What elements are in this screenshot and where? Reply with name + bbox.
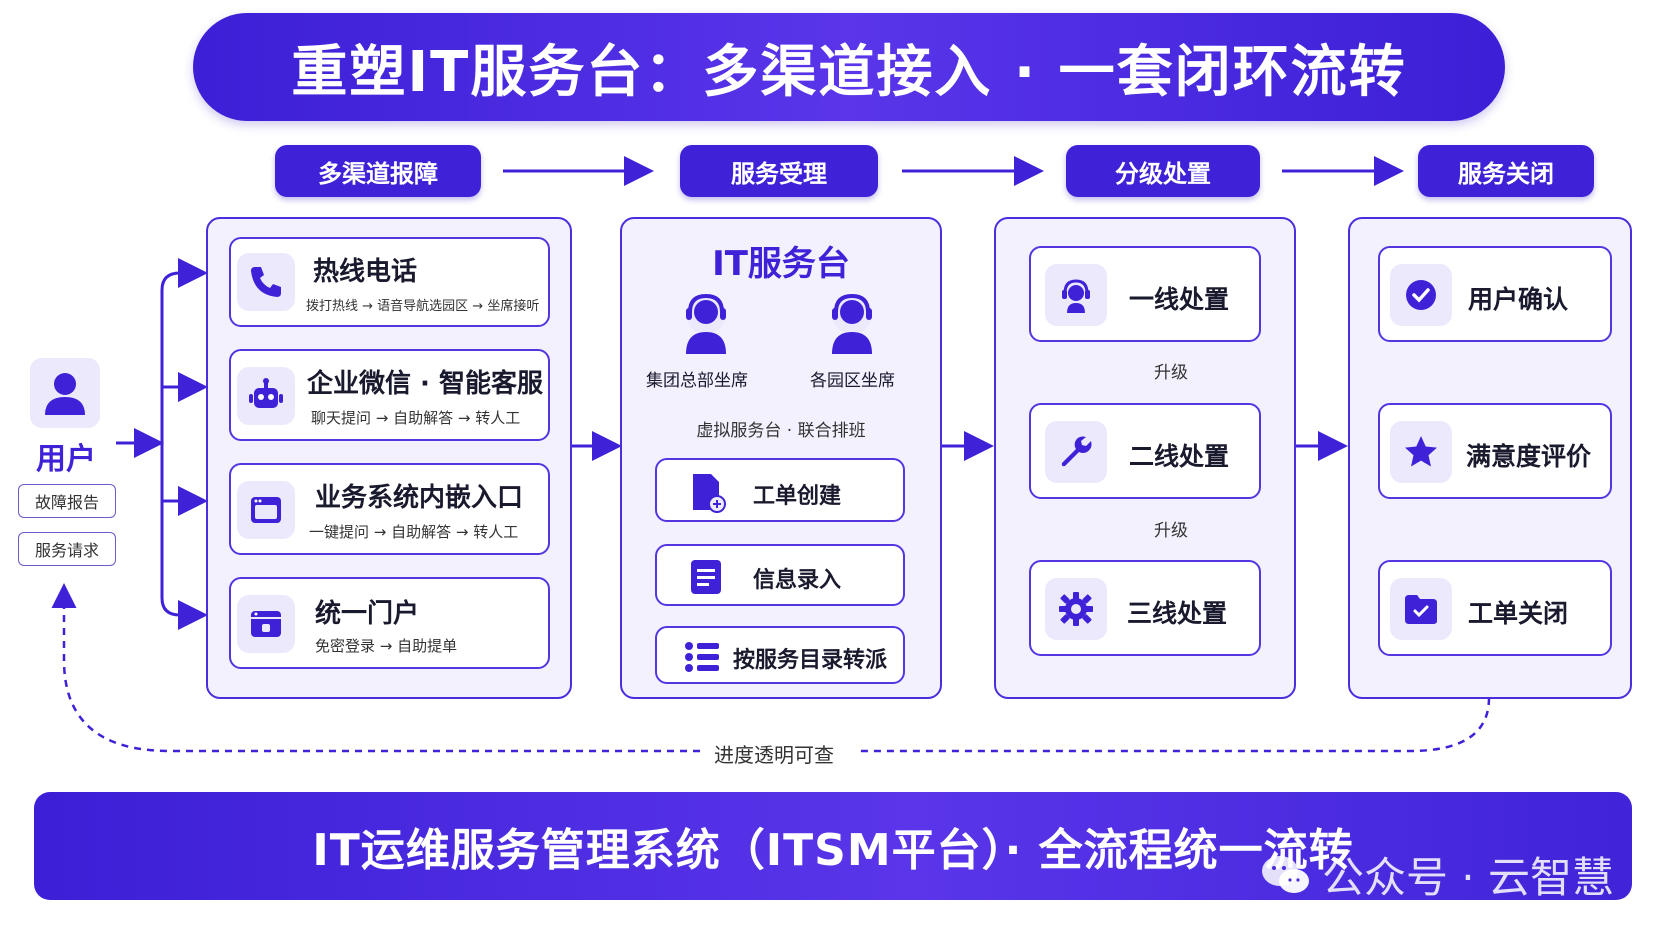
stage-acceptance: 服务受理 [680,145,878,197]
tier-label: 二线处置 [1129,442,1230,471]
wrench-icon [1045,421,1107,483]
channel-sub: 拨打热线 → 语音导航选园区 → 坐席接听 [306,299,540,314]
closing-label: 工单关闭 [1468,599,1569,628]
agent-hq-label: 集团总部坐席 [646,371,748,391]
channel-embedded[interactable]: 业务系统内嵌入口 一键提问 → 自助解答 → 转人工 [229,463,550,555]
tag-service-request: 服务请求 [18,532,116,566]
user-icon [30,358,100,428]
step-info-entry[interactable]: 信息录入 [655,544,905,606]
escalate-label-2: 升级 [1154,521,1188,541]
window-icon [237,481,295,539]
step-label: 信息录入 [753,568,842,593]
tier-label: 三线处置 [1127,599,1228,628]
doc-add-icon [685,470,729,514]
step-ticket-create[interactable]: 工单创建 [655,458,905,522]
stage-multichannel: 多渠道报障 [275,145,481,197]
channel-sub: 免密登录 → 自助提单 [315,637,458,655]
tag-fault-report: 故障报告 [18,484,116,518]
feedback-label: 进度透明可查 [708,739,840,768]
channel-sub: 一键提问 → 自助解答 → 转人工 [309,523,519,541]
phone-icon [237,253,295,311]
step-label: 按服务目录转派 [733,648,888,673]
watermark: 公众号 · 云智慧 [1260,844,1614,905]
close-user-confirm[interactable]: 用户确认 [1378,246,1612,342]
watermark-text: 公众号 · 云智慧 [1321,853,1614,902]
wechat-icon [1261,855,1309,893]
channel-title: 统一门户 [315,599,420,629]
tier-2[interactable]: 二线处置 [1029,403,1261,499]
stage-closure: 服务关闭 [1418,145,1594,197]
channel-portal[interactable]: 统一门户 免密登录 → 自助提单 [229,577,550,669]
tier-1[interactable]: 一线处置 [1029,246,1261,342]
agent-campus-icon [816,286,888,358]
channel-title: 热线电话 [313,257,418,287]
form-icon [685,556,727,598]
virtual-desk-label: 虚拟服务台 · 联合排班 [696,421,866,441]
stage-tiered-handling: 分级处置 [1066,145,1260,197]
gear-icon [1045,578,1107,640]
step-label: 工单创建 [753,484,842,509]
robot-icon [237,367,295,425]
tier-3[interactable]: 三线处置 [1029,560,1261,656]
closing-label: 用户确认 [1468,285,1569,314]
channel-title: 业务系统内嵌入口 [315,483,524,513]
close-ticket-closed[interactable]: 工单关闭 [1378,560,1612,656]
agent-hq-icon [670,286,742,358]
user-label: 用户 [36,442,96,477]
tier-label: 一线处置 [1129,285,1230,314]
check-circle-icon [1390,264,1452,326]
escalate-label-1: 升级 [1154,363,1188,383]
star-icon [1390,421,1452,483]
servicedesk-title: IT服务台 [712,244,850,284]
portal-icon [237,595,295,653]
closing-label: 满意度评价 [1466,442,1592,471]
agent-campus-label: 各园区坐席 [810,371,895,391]
channel-hotline[interactable]: 热线电话 拨打热线 → 语音导航选园区 → 坐席接听 [229,237,550,327]
page-title: 重塑IT服务台：多渠道接入 · 一套闭环流转 [193,13,1505,121]
headset-icon [1045,264,1107,326]
step-dispatch[interactable]: 按服务目录转派 [655,626,905,684]
list-icon [681,636,723,678]
close-satisfaction[interactable]: 满意度评价 [1378,403,1612,499]
channel-sub: 聊天提问 → 自助解答 → 转人工 [311,409,521,427]
channel-wecom[interactable]: 企业微信 · 智能客服 聊天提问 → 自助解答 → 转人工 [229,349,550,441]
channel-title: 企业微信 · 智能客服 [307,369,543,399]
platform-banner: IT运维服务管理系统（ITSM平台）· 全流程统一流转 [34,792,1632,900]
folder-check-icon [1390,578,1452,640]
